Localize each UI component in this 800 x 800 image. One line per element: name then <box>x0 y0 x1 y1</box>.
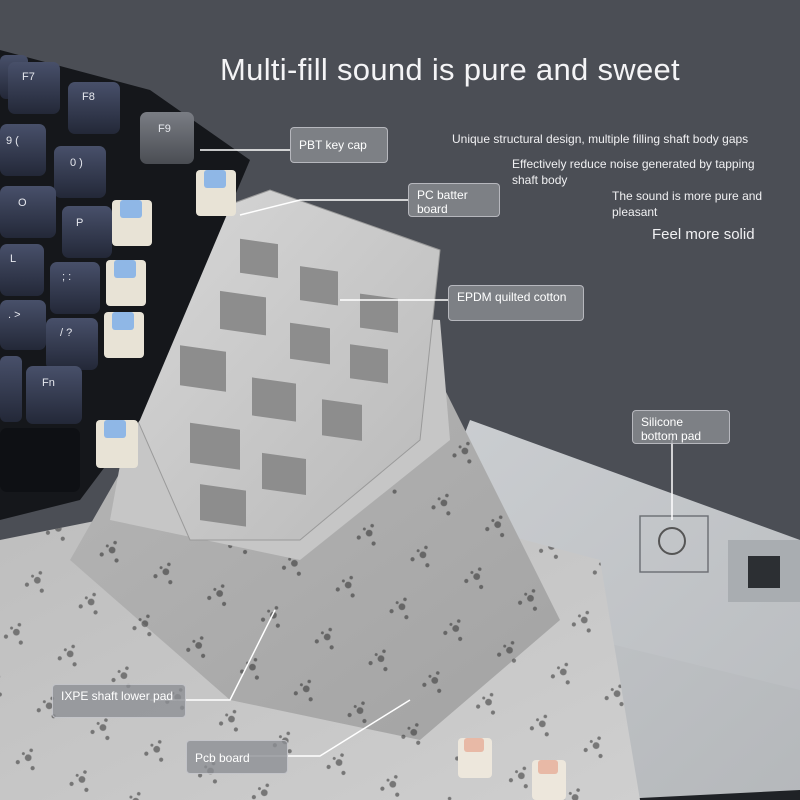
brand-logo-icon <box>658 527 686 555</box>
keycap-o <box>0 186 56 238</box>
keycap-slash <box>46 318 98 370</box>
keycap-group <box>0 55 194 492</box>
callout-pbt-keycap: PBT key cap <box>290 127 388 163</box>
callout-epdm: EPDM quilted cotton <box>448 285 584 321</box>
key-legend-period: . > <box>8 309 21 321</box>
key-legend-9: 9 ( <box>6 135 19 147</box>
key-legend-f7: F7 <box>22 71 35 83</box>
keycap <box>0 428 80 492</box>
keycap-semicolon <box>50 262 100 314</box>
switch-pink <box>458 738 492 778</box>
keycap-fn <box>26 366 82 424</box>
key-legend-l: L <box>10 253 16 265</box>
callout-silicone: Silicone bottom pad <box>632 410 730 444</box>
keycap-p <box>62 206 112 258</box>
keycap-f7 <box>8 62 60 114</box>
feature-text-1: Unique structural design, multiple filli… <box>452 132 749 146</box>
silicone-logo-frame <box>639 515 709 573</box>
switch-group <box>96 170 566 800</box>
callout-ixpe: IXPE shaft lower pad <box>52 684 186 718</box>
keycap-0 <box>54 146 106 198</box>
switch <box>106 260 146 306</box>
switch <box>96 420 138 468</box>
keycap-l <box>0 244 44 296</box>
corner-key-slot <box>748 556 780 588</box>
key-legend-semicolon: ; : <box>62 271 71 283</box>
callout-pc-board: PC batter board <box>408 183 500 217</box>
headline: Multi-fill sound is pure and sweet <box>220 52 680 87</box>
keycap-9 <box>0 124 46 176</box>
keycap-f8 <box>68 82 120 134</box>
key-legend-p: P <box>76 217 83 229</box>
keycap-f9 <box>140 112 194 164</box>
feature-text-4: Feel more solid <box>652 226 755 243</box>
feature-text-3: The sound is more pure and pleasant <box>612 189 763 219</box>
keycap <box>0 356 22 422</box>
switch <box>196 170 236 216</box>
key-legend-0: 0 ) <box>70 157 83 169</box>
key-legend-fn: Fn <box>42 377 55 389</box>
key-legend-o: O <box>18 197 27 209</box>
switch <box>112 200 152 246</box>
key-legend-f9: F9 <box>158 123 171 135</box>
callout-pcb: Pcb board <box>186 740 288 774</box>
feature-text-2: Effectively reduce noise generated by ta… <box>512 157 755 187</box>
switch <box>104 312 144 358</box>
plate-cutouts <box>180 238 398 527</box>
keycap-period <box>0 300 46 350</box>
key-legend-f8: F8 <box>82 91 95 103</box>
key-legend-slash: / ? <box>60 327 72 339</box>
switch-pink <box>532 760 566 800</box>
